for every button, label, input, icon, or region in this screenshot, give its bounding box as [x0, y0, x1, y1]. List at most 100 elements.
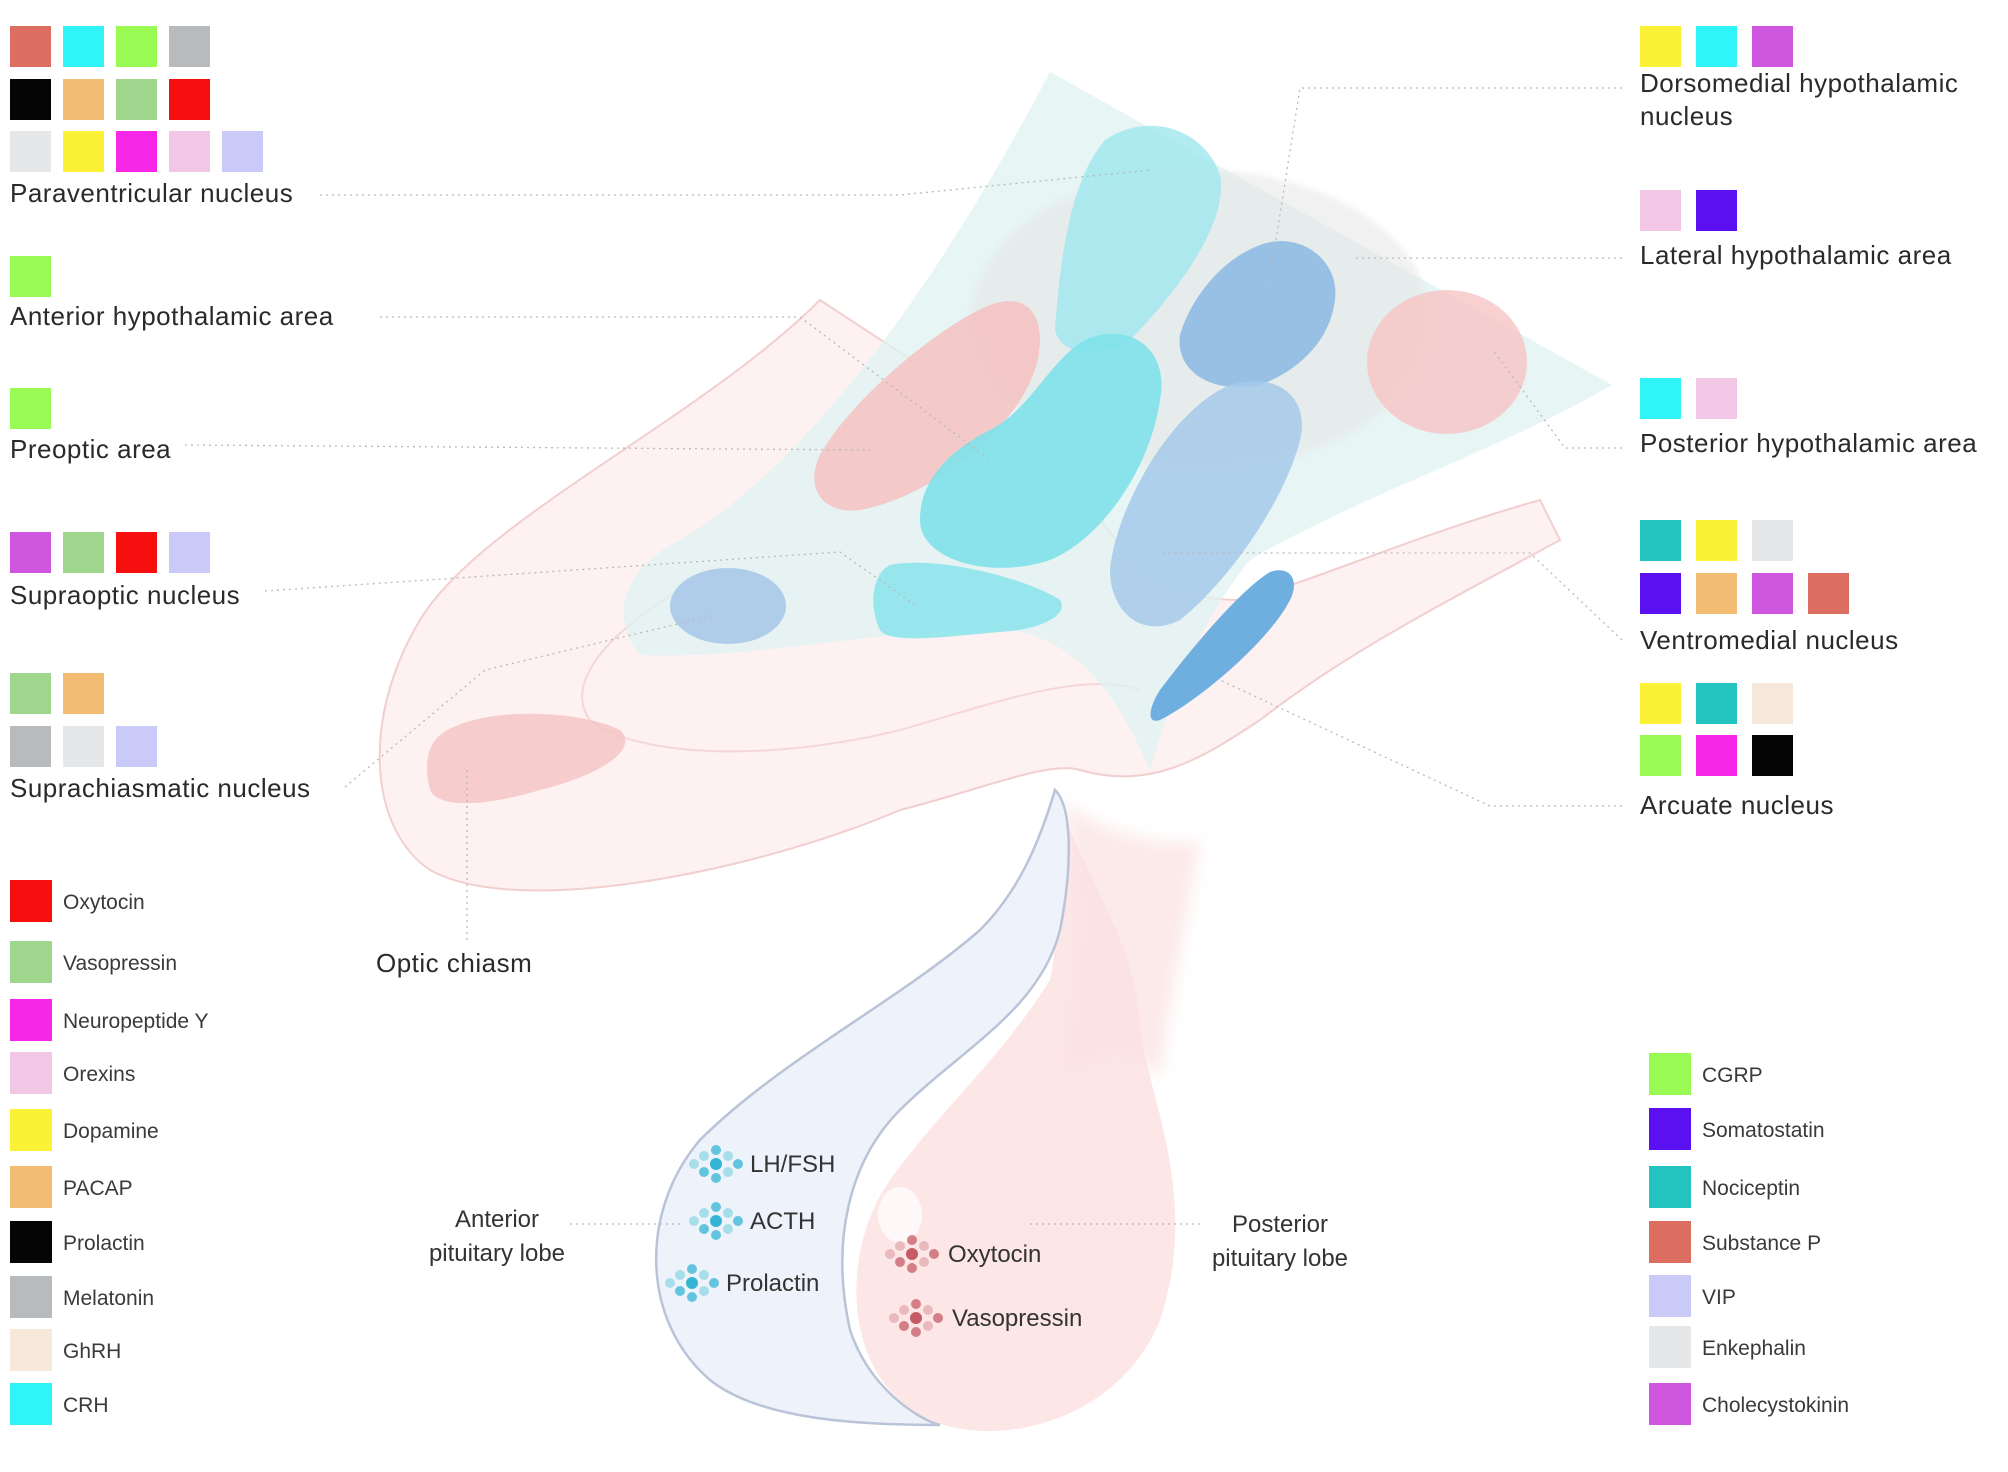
leader-preoptic — [184, 444, 871, 451]
right-region-label: Arcuate nucleus — [1640, 790, 1834, 820]
legend-swatch-cgrp — [1649, 1053, 1691, 1095]
legend-label: Orexins — [63, 1063, 135, 1086]
region-swatch-dopamine — [63, 131, 104, 172]
right-region-label: Dorsomedial hypothalamic — [1640, 68, 1958, 98]
region-swatch-enkephalin — [63, 726, 104, 767]
posterior-hormone-cells-icon — [889, 1299, 943, 1337]
region-swatch-enkephalin — [10, 131, 51, 172]
left-region-label: Supraoptic nucleus — [10, 580, 240, 610]
leader-ventromedial — [1160, 552, 1623, 641]
legend-label: Prolactin — [63, 1232, 145, 1255]
legend-swatch-dopamine — [10, 1109, 52, 1151]
right-region-label: Lateral hypothalamic area — [1640, 240, 1952, 270]
anterior-hormone-label: Prolactin — [726, 1270, 819, 1297]
region-swatch-orexins — [1696, 378, 1737, 419]
region-swatch-cgrp — [10, 256, 51, 297]
anterior-pituitary-lobe — [655, 787, 1070, 1427]
anterior-hormone-label: LH/FSH — [750, 1151, 835, 1178]
optic-chiasm-label: Optic chiasm — [376, 948, 532, 978]
legend-label: Nociceptin — [1702, 1177, 1800, 1200]
region-swatch-nociceptin — [1640, 520, 1681, 561]
legend-swatch-oxytocin — [10, 880, 52, 922]
pituitary-gland — [655, 787, 1176, 1432]
region-swatch-neuropeptide_y — [116, 131, 157, 172]
leader-arcuate — [1219, 679, 1622, 807]
left-region-label: Paraventricular nucleus — [10, 178, 293, 208]
region-swatch-oxytocin — [169, 79, 210, 120]
region-swatch-dopamine — [1640, 683, 1681, 724]
region-swatch-vip — [116, 726, 157, 767]
legend-label: Enkephalin — [1702, 1337, 1806, 1360]
region-swatch-crh — [63, 26, 104, 67]
legend-label: CGRP — [1702, 1064, 1763, 1087]
legend-label: CRH — [63, 1394, 109, 1417]
left-region-label: Anterior hypothalamic area — [10, 301, 334, 331]
posterior-hormone-label: Oxytocin — [948, 1241, 1041, 1268]
leader-posterior-hypothalamic — [1492, 349, 1622, 449]
leader-anterior-hypothalamic — [380, 316, 991, 461]
region-swatch-neuropeptide_y — [1696, 735, 1737, 776]
arcuate-nucleus-shape — [1150, 570, 1294, 721]
region-swatch-orexins — [1640, 190, 1681, 231]
legend-label: Vasopressin — [63, 952, 177, 975]
legend-swatch-melatonin — [10, 1276, 52, 1318]
brain-inner-outline — [581, 579, 1141, 753]
legend-swatch-enkephalin — [1649, 1326, 1691, 1368]
region-swatch-vip — [222, 131, 263, 172]
posterior-lobe-highlight — [878, 1187, 922, 1243]
legend-swatch-cholecystokinin — [1649, 1383, 1691, 1425]
anterior-pituitary-label: Anterior — [455, 1206, 539, 1233]
anterior-pituitary-label: pituitary lobe — [429, 1240, 565, 1267]
legend-label: Cholecystokinin — [1702, 1394, 1849, 1417]
legend-swatch-ghrh — [10, 1329, 52, 1371]
anterior-hormone-cells-icon — [665, 1264, 719, 1302]
legend-swatch-neuropeptide_y — [10, 999, 52, 1041]
supraoptic-blue-shape — [670, 568, 786, 644]
leader-supraoptic — [264, 551, 916, 606]
posterior-pituitary-label: Posterior — [1232, 1211, 1328, 1238]
region-swatch-cgrp — [1640, 735, 1681, 776]
right-region-label: Posterior hypothalamic area — [1640, 428, 1977, 458]
leader-paraventricular — [320, 169, 1151, 196]
posterior-pituitary-lobe — [856, 830, 1176, 1432]
region-swatch-nociceptin — [1696, 683, 1737, 724]
legend-label: Neuropeptide Y — [63, 1010, 209, 1033]
legend-label: PACAP — [63, 1177, 133, 1200]
region-swatch-melatonin — [10, 726, 51, 767]
dorsomedial-nucleus-shape — [1179, 241, 1336, 388]
legend-swatch-prolactin — [10, 1221, 52, 1263]
posterior-hormone-cells-icon — [885, 1235, 939, 1273]
posterior-hormone-label: Vasopressin — [952, 1305, 1082, 1332]
region-swatch-vip — [169, 532, 210, 573]
legend-label: GhRH — [63, 1340, 121, 1363]
region-swatch-cgrp — [116, 26, 157, 67]
legend-label: Dopamine — [63, 1120, 159, 1143]
region-swatch-substance_p — [1808, 573, 1849, 614]
leader-lines — [184, 87, 1623, 1225]
supraoptic-cyan-shape — [873, 562, 1062, 639]
region-swatch-vasopressin — [63, 532, 104, 573]
left-region-label: Preoptic area — [10, 434, 171, 464]
legend-swatch-nociceptin — [1649, 1166, 1691, 1208]
region-swatch-dopamine — [1696, 520, 1737, 561]
region-swatch-somatostatin — [1696, 190, 1737, 231]
ventromedial-nucleus-shape — [1110, 381, 1302, 627]
region-swatch-cholecystokinin — [1752, 26, 1793, 67]
legend-swatch-substance_p — [1649, 1221, 1691, 1263]
region-swatch-cholecystokinin — [1752, 573, 1793, 614]
legend-swatch-somatostatin — [1649, 1108, 1691, 1150]
region-swatch-somatostatin — [1640, 573, 1681, 614]
region-swatch-ghrh — [1752, 683, 1793, 724]
legend-label: Oxytocin — [63, 891, 145, 914]
anterior-hormone-cells-icon — [689, 1145, 743, 1183]
left-region-label: Suprachiasmatic nucleus — [10, 773, 311, 803]
leader-suprachiasmatic — [344, 614, 716, 788]
optic-chiasm-shape — [427, 713, 626, 804]
anterior-hormone-label: ACTH — [750, 1208, 815, 1235]
legend-swatch-crh — [10, 1383, 52, 1425]
region-swatch-pacap — [63, 673, 104, 714]
region-swatch-crh — [1696, 26, 1737, 67]
region-swatch-dopamine — [1640, 26, 1681, 67]
